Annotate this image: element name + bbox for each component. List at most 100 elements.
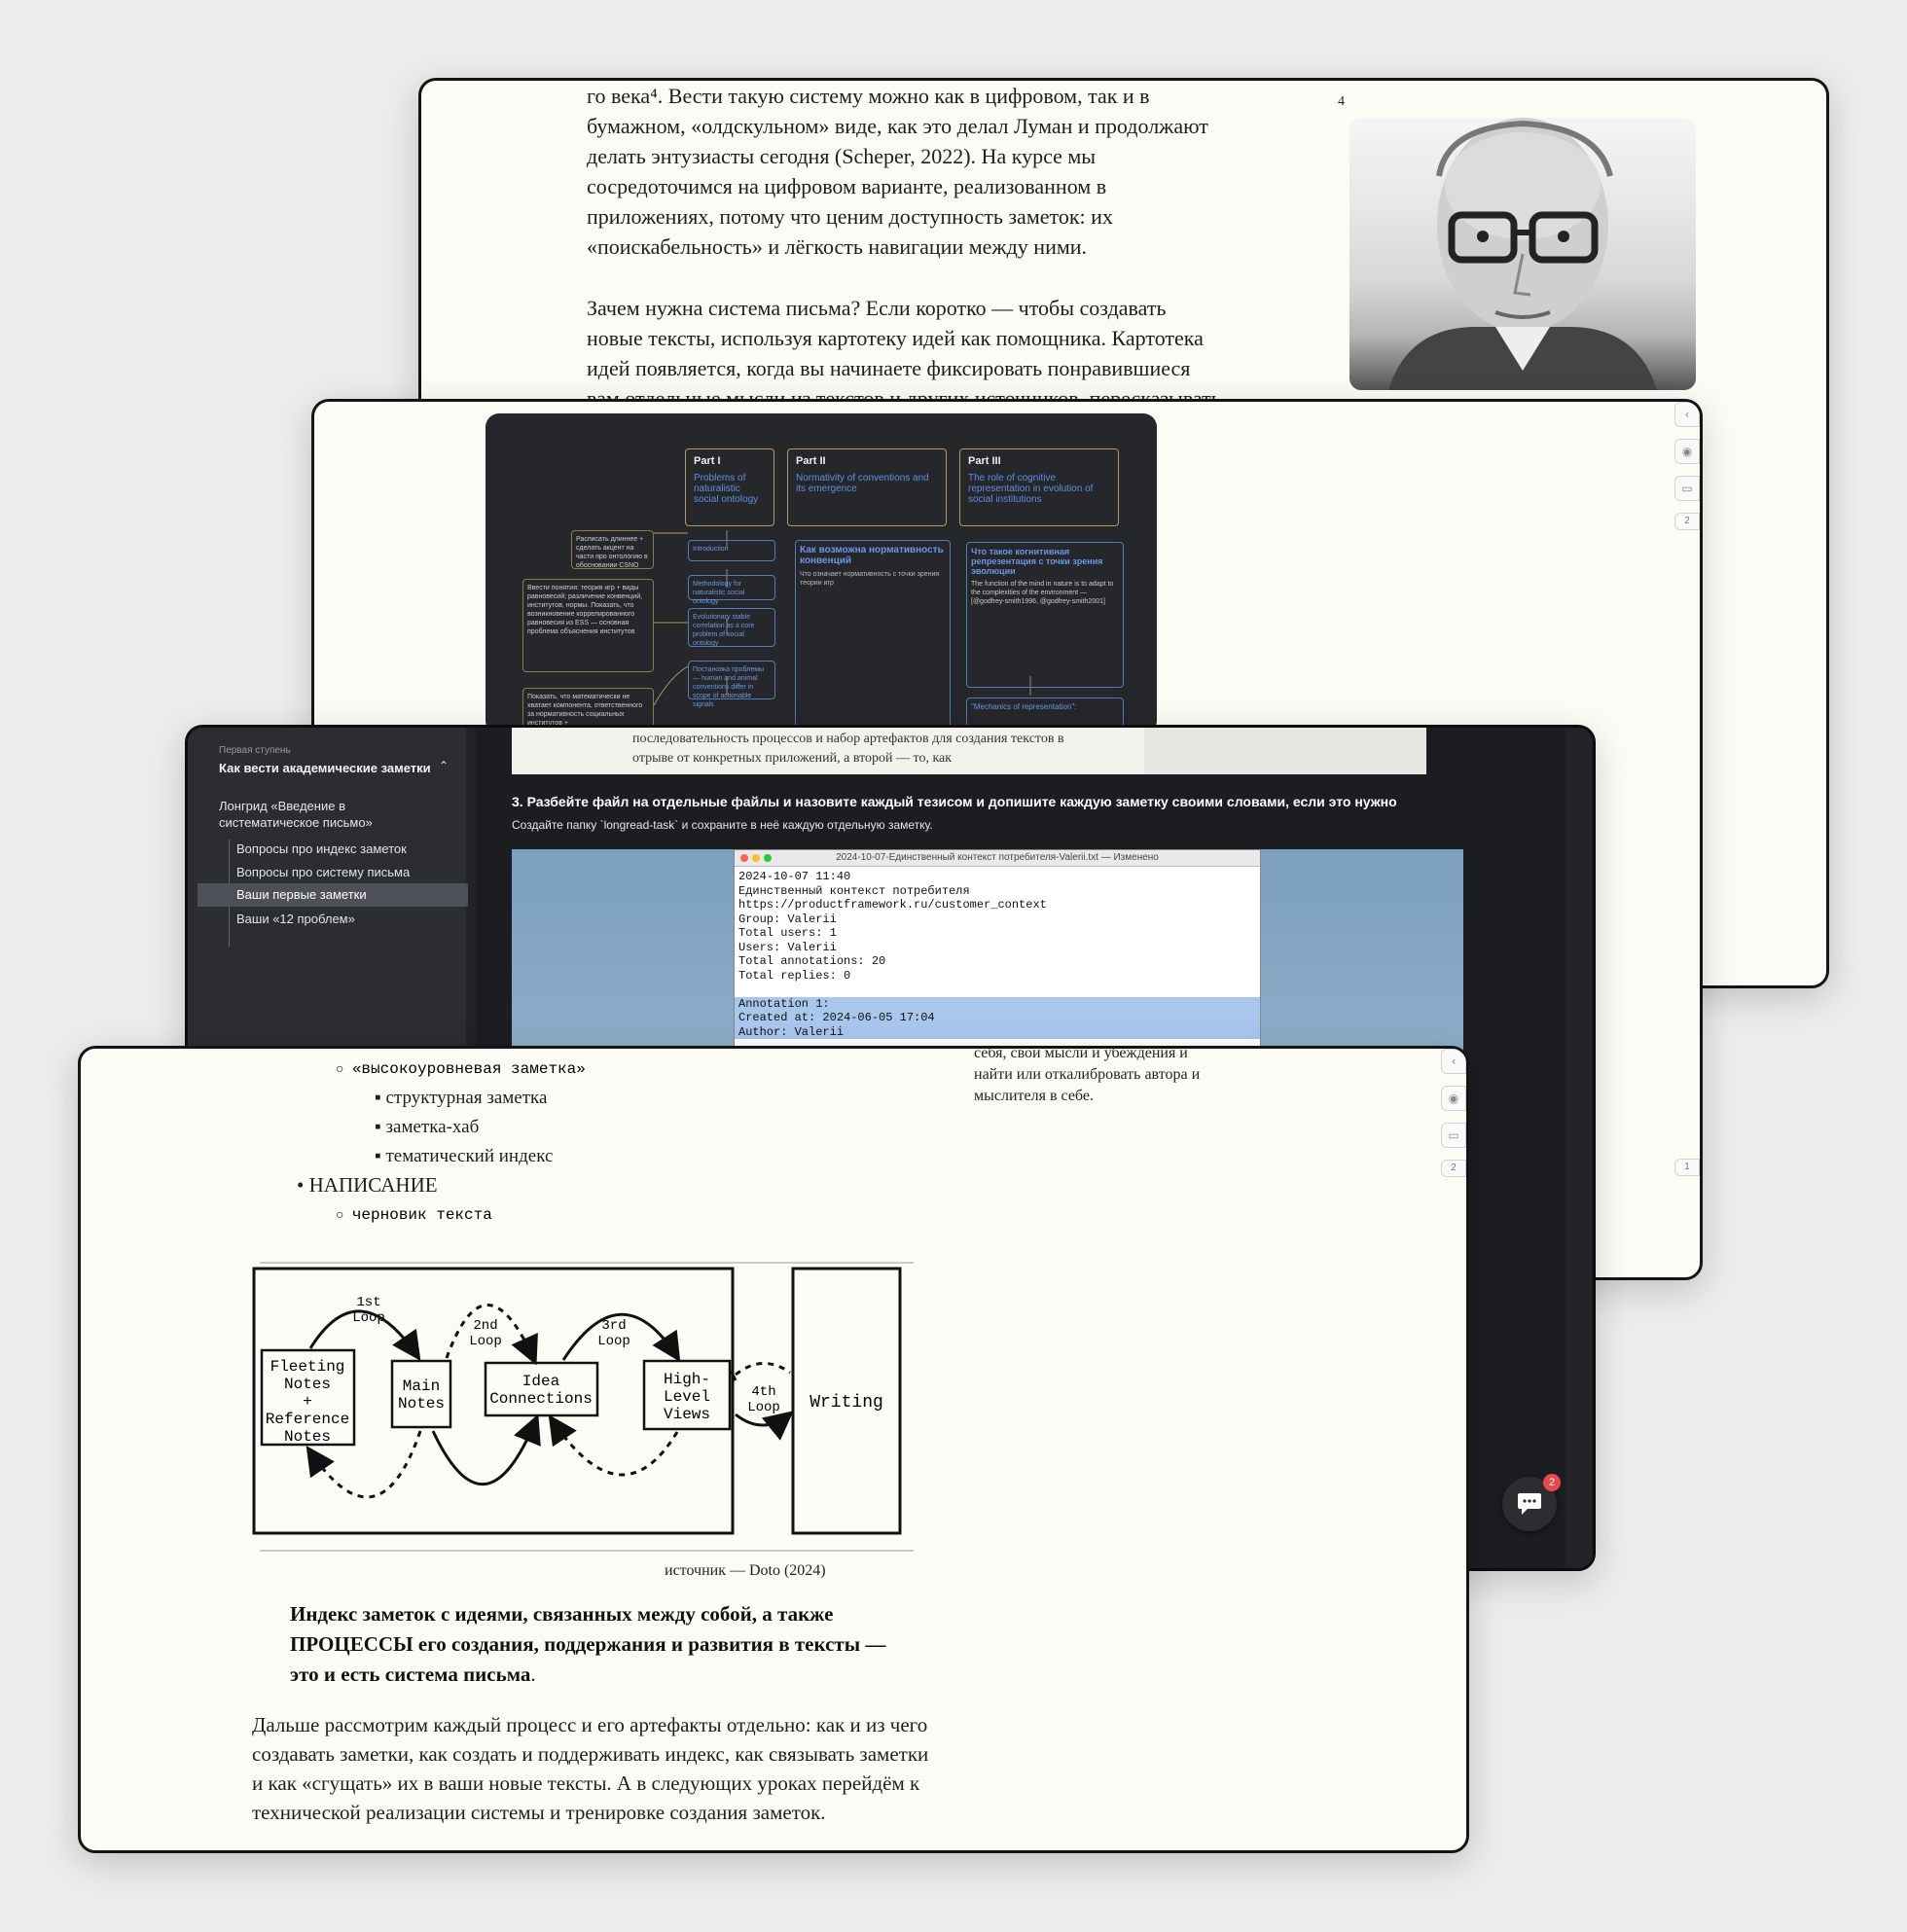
zoom-dot-icon[interactable] — [764, 854, 772, 862]
note-icon[interactable]: ▭ — [1674, 476, 1700, 501]
text-line: делать энтузиасты сегодня (Scheper, 2022… — [587, 144, 1097, 168]
editor-line: https://productframework.ru/customer_con… — [738, 898, 1047, 912]
window-title: 2024-10-07-Единственный контекст потреби… — [836, 852, 1159, 863]
writing-system-card: ○ «высокоуровневая заметка» ▪ структурна… — [78, 1046, 1469, 1853]
node-title: Как возможна нормативность конвенций — [800, 545, 944, 566]
chevron-up-icon[interactable]: ⌃ — [439, 759, 450, 772]
text-line: сосредоточимся на цифровом варианте, реа… — [587, 174, 1107, 198]
intro-node[interactable]: Introduction — [688, 540, 775, 561]
list-item-nested: ▪ структурная заметка — [375, 1088, 548, 1108]
list-text: НАПИСАНИЕ — [308, 1173, 438, 1197]
quote-bold: Индекс заметок с идеями, связанных между… — [290, 1602, 886, 1686]
eye-icon[interactable]: ◉ — [1674, 439, 1700, 464]
editor-line: Total annotations: 20 — [738, 954, 886, 968]
part-three-node[interactable]: Part III The role of cognitive represent… — [959, 448, 1119, 526]
collapse-chevron-icon[interactable]: ‹ — [1441, 1049, 1466, 1074]
course-title[interactable]: Как вести академические заметки — [219, 761, 431, 775]
sidebar-item-index-questions[interactable]: Вопросы про индекс заметок — [236, 841, 407, 856]
list-text: «высокоуровневая заметка» — [351, 1060, 586, 1078]
paragraph-why: Зачем нужна система письма? Если коротко… — [587, 293, 1268, 413]
collapse-chevron-icon[interactable]: ‹ — [1674, 402, 1700, 427]
part-one-node[interactable]: Part I Problems of naturalistic social o… — [685, 448, 774, 526]
editor-line: Group: Valerii — [738, 912, 837, 926]
side-toolbar: ‹ ◉ ▭ 2 — [1674, 402, 1700, 530]
sidebar-item-12-problems[interactable]: Ваши «12 проблем» — [236, 912, 355, 926]
diagram-caption: источник — Doto (2024) — [665, 1562, 826, 1579]
doc-margin — [1144, 728, 1426, 774]
sidebar-item-system-questions[interactable]: Вопросы про систему письма — [236, 865, 411, 879]
text-line: новые тексты, используя картотеку идей к… — [587, 326, 1204, 350]
list-text: тематический индекс — [385, 1146, 554, 1166]
evo-node[interactable]: Evolutionary stable correlation as a cor… — [688, 608, 775, 647]
note-node[interactable]: Ввести понятия: теория игр + виды равнов… — [522, 579, 654, 672]
embedded-doc-fragment: последовательность процессов и набор арт… — [512, 728, 1426, 774]
representation-node[interactable]: Что такое когнитивная репрезентация с то… — [966, 542, 1124, 688]
node-subtitle: Что означает нормативность с точки зрени… — [800, 571, 940, 587]
editor-line: Author: Valerii — [738, 1024, 845, 1039]
text-line: «поискабельность» и лёгкость навигации м… — [587, 234, 1088, 259]
side-toolbar: ‹ ◉ ▭ 2 — [1441, 1049, 1466, 1177]
problem-node[interactable]: Постановка проблемы — human and animal c… — [688, 661, 775, 708]
text-line: го века⁴. Вести такую систему можно как … — [587, 84, 1150, 108]
part-title: Normativity of conventions and its emerg… — [796, 473, 929, 494]
portrait-illustration — [1388, 118, 1657, 390]
editor-line: Total users: 1 — [738, 926, 837, 940]
editor-line: Annotation 1: — [738, 996, 830, 1011]
sidenote-line: найти или откалибровать автора и — [974, 1066, 1201, 1083]
lesson-title[interactable]: Лонгрид «Введение в систематическое пись… — [219, 799, 373, 830]
list-item-top: • НАПИСАНИЕ — [297, 1173, 438, 1197]
editor-line: Users: Valerii — [738, 940, 837, 954]
editor-line: Единственный контекст потребителя — [738, 883, 970, 898]
note-icon[interactable]: ▭ — [1441, 1123, 1466, 1148]
list-item-nested: ▪ тематический индекс — [375, 1146, 554, 1166]
note-node[interactable]: Расписать длиннее + сделать акцент на ча… — [571, 530, 654, 569]
normativity-node[interactable]: Как возможна нормативность конвенций Что… — [795, 540, 951, 734]
part-label: Part I — [694, 455, 721, 467]
footnote-number: 4 — [1338, 94, 1345, 109]
sidenote: себя, свои мысли и убеждения и найти или… — [974, 1046, 1256, 1107]
list-item-sub: ○ «высокоуровневая заметка» — [336, 1060, 586, 1078]
text-editor-window: 2024-10-07-Единственный контекст потреби… — [734, 849, 1261, 1065]
closing-paragraph: Дальше рассмотрим каждый процесс и его а… — [252, 1713, 929, 1824]
close-dot-icon[interactable] — [740, 854, 748, 862]
editor-line: Total replies: 0 — [738, 968, 851, 983]
sidenote-line: себя, свои мысли и убеждения и — [974, 1046, 1188, 1061]
list-text: заметка-хаб — [385, 1117, 480, 1137]
mindmap-connectors — [653, 530, 1031, 706]
part-two-node[interactable]: Part II Normativity of conventions and i… — [787, 448, 947, 526]
editor-line: 2024-10-07 11:40 — [738, 870, 851, 883]
eye-icon[interactable]: ◉ — [1441, 1086, 1466, 1111]
list-text: структурная заметка — [385, 1088, 548, 1108]
list-text: черновик текста — [351, 1206, 492, 1224]
paragraph-top: го века⁴. Вести такую систему можно как … — [587, 81, 1268, 262]
part-title: Problems of naturalistic social ontology — [694, 473, 759, 505]
list-item-sub: ○ черновик текста — [336, 1206, 492, 1224]
text-line: Зачем нужна система письма? Если коротко… — [587, 296, 1167, 320]
node-subtitle: The function of the mind in nature is to… — [971, 581, 1114, 605]
annotations-count[interactable]: 2 — [1674, 513, 1700, 530]
method-node[interactable]: Methodology for naturalistic social onto… — [688, 575, 775, 605]
editor-text[interactable]: 2024-10-07 11:40 Единственный контекст п… — [735, 867, 1260, 1042]
doc-text: последовательность процессов и набор арт… — [632, 732, 1064, 766]
list-item-nested: ▪ заметка-хаб — [375, 1117, 480, 1137]
sidebar-item-first-notes[interactable]: Ваши первые заметки — [198, 883, 468, 907]
portrait-photo — [1349, 118, 1696, 390]
quote-end: . — [530, 1663, 536, 1686]
annotations-count[interactable]: 2 — [1441, 1160, 1466, 1177]
text-line: приложениях, потому что ценим доступност… — [587, 204, 1113, 229]
task-heading: 3. Разбейте файл на отдельные файлы и на… — [512, 794, 1397, 809]
node-title: Что такое когнитивная репрезентация с то… — [971, 547, 1103, 576]
text-line: идей появляется, когда вы начинаете фикс… — [587, 356, 1191, 380]
sidenote-line: мыслителя в себе. — [974, 1088, 1094, 1104]
minimize-dot-icon[interactable] — [752, 854, 760, 862]
editor-line: Created at: 2024-06-05 17:04 — [738, 1011, 935, 1024]
annotations-count-bottom[interactable]: 1 — [1674, 1159, 1700, 1176]
selected-block: Annotation 1: Created at: 2024-06-05 17:… — [735, 996, 1260, 1039]
